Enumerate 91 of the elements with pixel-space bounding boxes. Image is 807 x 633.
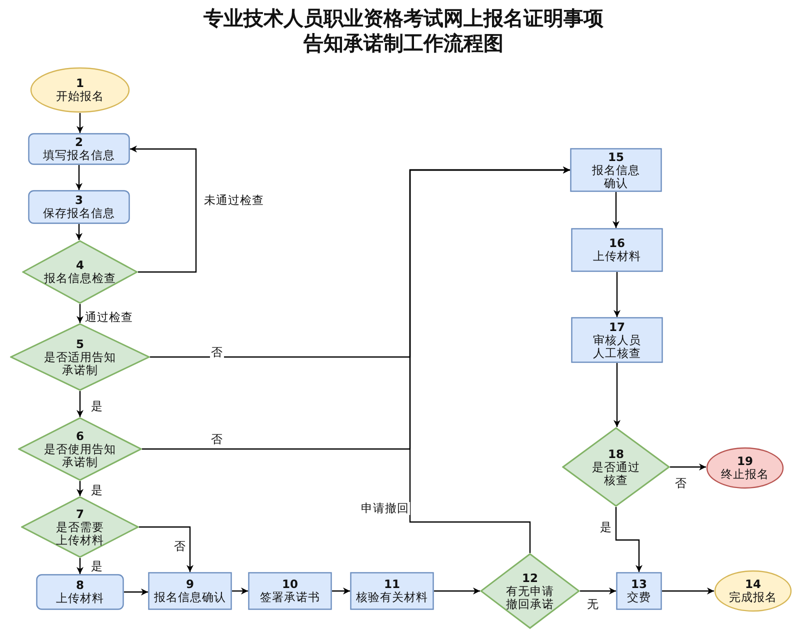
- step-label: 完成报名: [728, 591, 778, 604]
- process-box: [148, 572, 232, 610]
- process-box: [570, 148, 662, 192]
- step-label: 是否通过核查: [591, 460, 641, 486]
- arrow: [409, 166, 570, 553]
- step-label: 是否适用告知承诺制: [43, 350, 117, 376]
- step-number: 7: [76, 508, 84, 520]
- step-label: 开始报名: [55, 90, 105, 103]
- process-box: [616, 572, 662, 610]
- process-box: [571, 228, 663, 272]
- step-number: 17: [608, 320, 625, 334]
- process-box: [350, 572, 434, 610]
- arrow: [124, 588, 148, 596]
- end-ellipse: [714, 570, 792, 612]
- process-box: [36, 574, 124, 610]
- step-number: 18: [608, 448, 624, 460]
- step-number: 16: [608, 237, 625, 250]
- step-label: 有无申请撤回承诺: [505, 584, 555, 610]
- step-number: 13: [630, 578, 647, 591]
- decision-diamond: [562, 427, 670, 507]
- step-number: 2: [74, 136, 83, 149]
- step-number: 14: [744, 578, 761, 591]
- decision-diamond: [21, 496, 139, 558]
- step-label: 上传材料: [592, 250, 642, 263]
- step-number: 11: [384, 578, 400, 591]
- edge-label: 申请撤回: [360, 502, 410, 515]
- process-box: [248, 572, 332, 610]
- step-label: 上传材料: [55, 592, 105, 605]
- arrow: [76, 113, 84, 133]
- edge-label: 是: [90, 484, 104, 497]
- diagram-title: 专业技术人员职业资格考试网上报名证明事项告知承诺制工作流程图: [202, 6, 604, 56]
- arrow: [76, 165, 82, 190]
- arrow: [232, 588, 248, 594]
- step-label: 是否需要上传材料: [55, 520, 105, 546]
- arrow: [434, 588, 480, 594]
- arrow: [76, 391, 84, 417]
- arrow: [615, 507, 642, 572]
- decision-diamond: [18, 417, 142, 481]
- arrow: [139, 526, 194, 572]
- start-ellipse: [30, 67, 130, 113]
- process-box: [28, 190, 130, 224]
- edge-label: 是: [90, 400, 104, 413]
- arrow: [76, 304, 84, 323]
- step-number: 15: [608, 150, 624, 164]
- end-ellipse: [706, 447, 784, 489]
- step-number: 19: [736, 455, 753, 468]
- arrow: [612, 192, 620, 228]
- edge-label: 否: [210, 433, 224, 446]
- step-number: 8: [76, 579, 84, 592]
- step-number: 10: [282, 578, 298, 591]
- step-label: 是否使用告知承诺制: [43, 442, 117, 468]
- step-label: 签署承诺书: [259, 591, 321, 604]
- step-number: 12: [522, 572, 538, 584]
- step-label: 报名信息确认: [153, 591, 227, 604]
- edge-label: 未通过检查: [203, 194, 265, 207]
- step-label: 终止报名: [720, 468, 770, 481]
- edge-label: 否: [210, 346, 224, 359]
- arrow: [580, 588, 616, 594]
- arrow: [76, 481, 84, 496]
- decision-diamond: [22, 240, 138, 304]
- arrow: [130, 146, 197, 273]
- process-box: [28, 133, 130, 165]
- step-number: 5: [76, 338, 84, 350]
- step-label: 保存报名信息: [42, 207, 116, 220]
- edge-label: 是: [90, 560, 104, 573]
- step-number: 6: [76, 430, 84, 442]
- edge-label: 否: [674, 477, 688, 490]
- decision-diamond: [480, 553, 580, 629]
- process-box: [571, 317, 663, 363]
- step-label: 报名信息确认: [591, 164, 641, 190]
- step-number: 4: [76, 259, 84, 272]
- step-label: 交费: [626, 591, 652, 604]
- edge-label: 否: [173, 540, 187, 553]
- arrow: [662, 588, 714, 594]
- step-number: 1: [76, 77, 84, 90]
- arrow: [332, 588, 350, 594]
- decision-diamond: [10, 323, 150, 391]
- arrow: [76, 224, 82, 240]
- step-number: 3: [74, 194, 83, 207]
- arrow: [614, 363, 620, 427]
- arrow: [76, 558, 84, 574]
- arrow: [670, 464, 706, 470]
- edge-label: 是: [599, 521, 613, 534]
- step-label: 审核人员人工核查: [592, 334, 642, 360]
- edge-label: 通过检查: [84, 311, 134, 324]
- edge-label: 无: [586, 598, 600, 611]
- arrow: [614, 272, 620, 317]
- step-label: 填写报名信息: [42, 149, 116, 162]
- step-number: 9: [186, 578, 194, 591]
- step-label: 报名信息检查: [43, 272, 117, 285]
- step-label: 核验有关材料: [355, 591, 429, 604]
